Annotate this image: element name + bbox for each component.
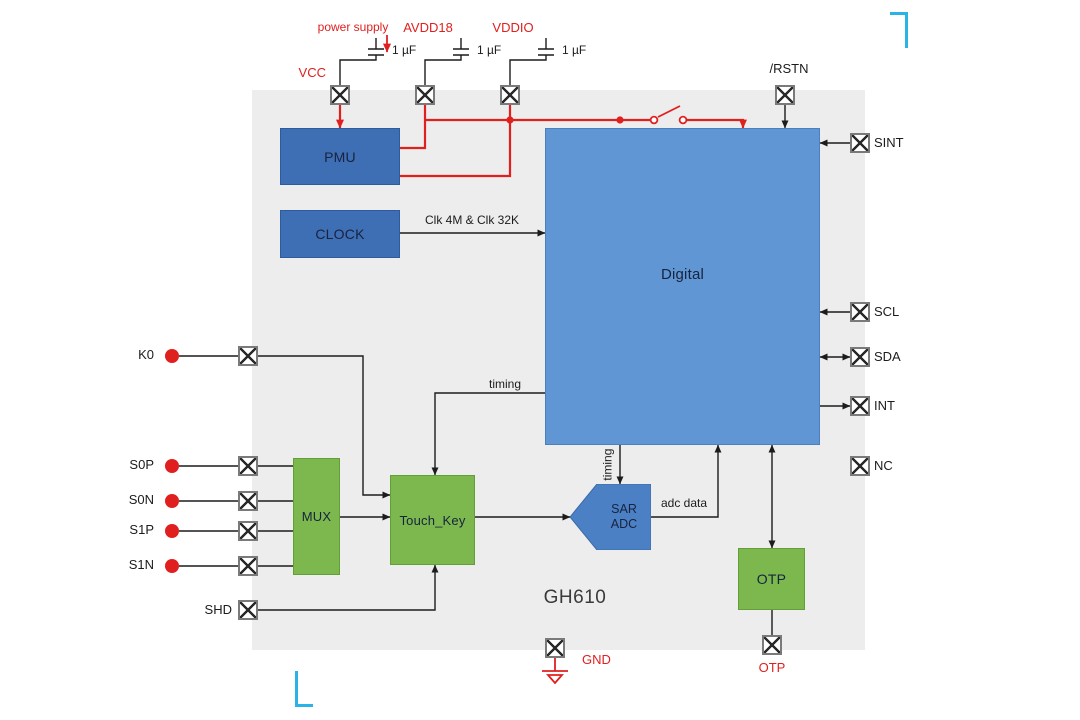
s1p-pad [165,524,179,538]
pin-int-icon [850,396,870,416]
junction-dots [506,116,624,124]
cap-vddio-label: 1 µF [562,43,587,57]
sda-pin-label: SDA [874,349,901,364]
pin-vcc-icon [330,85,350,105]
timing-vertical-label: timing [600,448,615,481]
power-switch-icon [649,105,688,125]
pin-sint-icon [850,133,870,153]
s1n-pin-label: S1N [128,557,154,572]
avdd18-pin-label: AVDD18 [403,20,453,35]
cap-avdd18-wire [424,38,469,85]
sar-label-line2: ADC [610,517,638,531]
gnd-symbol-icon [542,658,568,685]
pin-sda-icon [850,347,870,367]
pmu-block: PMU [280,128,400,185]
rstn-pin-label: /RSTN [769,61,809,76]
cap-vcc-label: 1 µF [392,43,417,57]
s0p-pad [165,459,179,473]
pin-s1p-icon [238,521,258,541]
clock-label: CLOCK [315,226,365,242]
sar-label-line1: SAR [611,502,637,516]
vcc-pin-label: VCC [298,65,326,80]
otp-block: OTP [738,548,805,610]
sint-pin-label: SINT [874,135,904,150]
pin-scl-icon [850,302,870,322]
cap-avdd18-label: 1 µF [477,43,502,57]
wire-pmu-to-avdd18 [400,105,427,150]
pin-otp-icon [762,635,782,655]
adc-data-label: adc data [660,496,708,510]
nc-pin-label: NC [874,458,893,473]
wire-digital-to-touchkey-timing [431,392,545,476]
touch-key-block: Touch_Key [390,475,475,565]
otp-label: OTP [756,571,787,587]
pin-shd-icon [238,600,258,620]
touch-key-label: Touch_Key [399,512,466,528]
wire-k0 [179,355,390,495]
shd-pin-label: SHD [204,602,232,617]
int-pin-label: INT [874,398,895,413]
k0-pin-label: K0 [138,347,154,362]
wire-sar-adc-data [651,444,722,518]
vddio-pin-label: VDDIO [492,20,534,35]
k0-pad [165,349,179,363]
s1n-pad [165,559,179,573]
otp-pin-label: OTP [758,660,786,675]
cap-vcc-wire [339,38,384,85]
pin-s1n-icon [238,556,258,576]
pin-gnd-icon [545,638,565,658]
wire-rail-to-digital [686,118,747,129]
clk-signal-label: Clk 4M & Clk 32K [424,213,520,227]
timing-label: timing [488,377,522,391]
digital-block: Digital [545,128,820,445]
s0n-pad [165,494,179,508]
mux-block: MUX [293,458,340,575]
pin-s0n-icon [238,491,258,511]
mux-label: MUX [301,509,332,524]
gnd-pin-label: GND [582,652,611,667]
wire-pmu-to-vddio [400,105,512,178]
s1p-pin-label: S1P [129,522,154,537]
s0p-pin-label: S0P [129,457,154,472]
pin-nc-icon [850,456,870,476]
pin-s0p-icon [238,456,258,476]
chip-name: GH610 [543,587,607,608]
digital-label: Digital [660,265,705,283]
clock-block: CLOCK [280,210,400,258]
pin-vddio-icon [500,85,520,105]
cap-vddio-wire [509,38,554,85]
pin-k0-icon [238,346,258,366]
pin-rstn-icon [775,85,795,105]
sar-adc-block: SAR ADC [569,483,652,551]
scl-pin-label: SCL [874,304,900,319]
corner-mark-top-right [890,12,908,48]
pmu-label: PMU [324,148,356,165]
pin-avdd18-icon [415,85,435,105]
s0n-pin-label: S0N [128,492,154,507]
wire-shd [258,564,439,611]
power-supply-label: power supply [317,20,389,34]
corner-mark-bottom-left [295,671,313,707]
